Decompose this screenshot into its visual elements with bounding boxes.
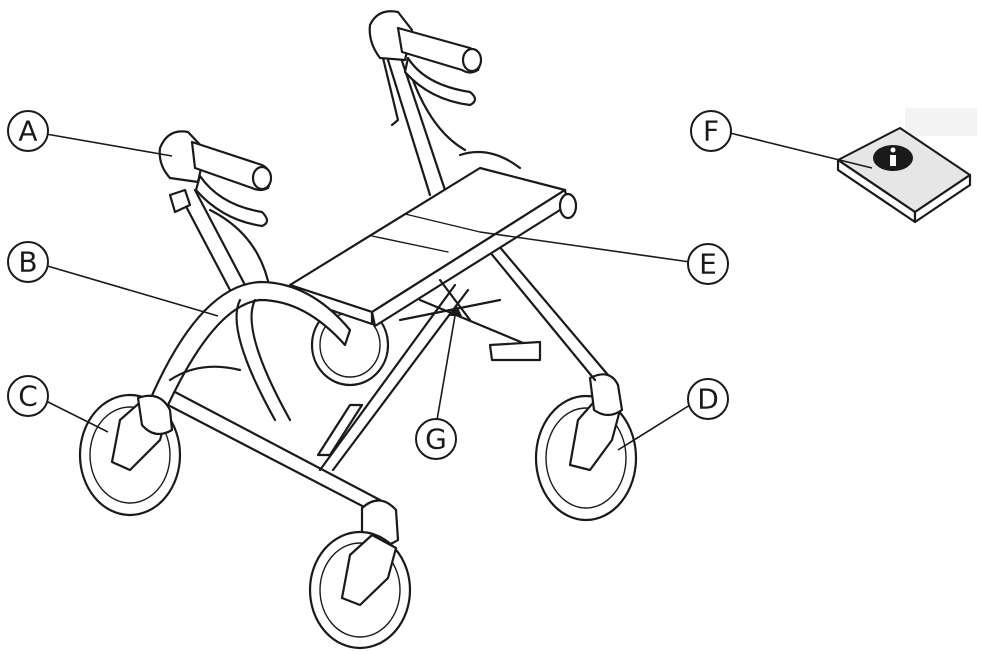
leader-c	[43, 399, 109, 433]
info-icon	[873, 145, 913, 171]
leader-e	[479, 231, 691, 263]
callout-c: C	[7, 375, 49, 417]
user-manual-booklet	[836, 108, 977, 224]
callout-d: D	[687, 378, 729, 420]
front-right-wheel	[308, 530, 412, 650]
callout-e-label: E	[699, 248, 717, 281]
callout-g-label: G	[425, 423, 447, 456]
callout-f-label: F	[703, 115, 719, 148]
callout-d-label: D	[697, 383, 719, 416]
callout-a: A	[7, 110, 49, 152]
front-left-wheel	[78, 393, 182, 517]
callout-a-label: A	[18, 115, 37, 148]
callout-c-label: C	[18, 380, 38, 413]
leader-g	[436, 309, 457, 421]
leader-f	[729, 132, 873, 169]
callout-e: E	[687, 243, 729, 285]
lower-frame	[166, 390, 400, 547]
front-handle-frame	[158, 130, 273, 292]
callout-b-label: B	[18, 246, 37, 279]
cross-brace	[316, 278, 502, 472]
leader-lines	[43, 132, 873, 451]
leader-b	[43, 264, 219, 317]
leader-a	[45, 133, 173, 157]
callout-g: G	[415, 418, 457, 460]
rear-right-wheel	[534, 373, 638, 522]
callout-b: B	[7, 241, 49, 283]
leader-d	[617, 404, 691, 451]
front-arch-frame	[148, 280, 352, 422]
seat	[288, 150, 578, 328]
leader-g-arrow	[450, 304, 462, 316]
callout-f: F	[690, 110, 732, 152]
rear-handle-frame	[368, 10, 483, 197]
